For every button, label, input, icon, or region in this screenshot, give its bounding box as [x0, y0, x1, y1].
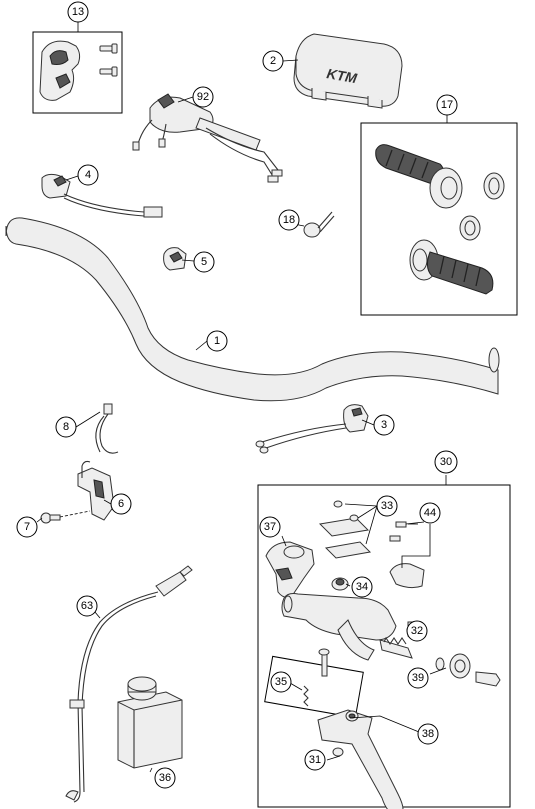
- svg-text:3: 3: [381, 419, 387, 431]
- svg-text:34: 34: [356, 581, 368, 593]
- callout-63: 63: [76, 595, 98, 617]
- part-34-cap: [331, 577, 349, 591]
- callout-39: 39: [407, 667, 429, 689]
- svg-text:17: 17: [441, 99, 453, 111]
- part-4-switch-with-cable[interactable]: [41, 173, 163, 218]
- part-17-grip-set[interactable]: [360, 122, 518, 316]
- svg-text:33: 33: [381, 500, 393, 512]
- svg-text:63: 63: [81, 600, 93, 612]
- part-38-lever: [317, 709, 404, 809]
- svg-text:35: 35: [275, 676, 287, 688]
- callout-18: 18: [278, 209, 300, 231]
- grip-clamp-ring-a: [483, 172, 505, 200]
- part-37-reservoir-cover: [265, 541, 315, 598]
- svg-text:4: 4: [85, 169, 91, 181]
- svg-text:38: 38: [422, 728, 434, 740]
- part-5-switch[interactable]: [163, 247, 187, 271]
- callout-3: 3: [373, 414, 395, 436]
- grip-clamp-ring-b: [459, 215, 481, 241]
- part-13-switch-housing[interactable]: [32, 31, 123, 114]
- svg-text:7: 7: [24, 521, 30, 533]
- master-cylinder-body: [281, 593, 397, 661]
- part-2-handlebar-pad[interactable]: KTM: [293, 33, 403, 109]
- part-35-pin-spring: [264, 648, 364, 719]
- part-44-clamp-bolts: [389, 521, 425, 589]
- svg-text:13: 13: [72, 6, 84, 18]
- svg-text:1: 1: [214, 335, 220, 347]
- callout-13: 13: [67, 1, 89, 23]
- svg-text:30: 30: [440, 456, 452, 468]
- callout-6: 6: [110, 493, 132, 515]
- callout-30: 30: [434, 450, 458, 474]
- svg-text:8: 8: [63, 421, 69, 433]
- part-33-cover-diaphragm: [318, 500, 372, 559]
- callout-17: 17: [436, 94, 458, 116]
- svg-text:92: 92: [197, 91, 209, 103]
- callout-31: 31: [304, 749, 326, 771]
- callout-2: 2: [262, 50, 284, 72]
- part-6-bracket[interactable]: [77, 460, 115, 521]
- callout-34: 34: [351, 576, 373, 598]
- part-36-fluid-bottle[interactable]: [117, 676, 183, 769]
- svg-text:2: 2: [270, 55, 276, 67]
- svg-text:36: 36: [159, 772, 171, 784]
- callout-33: 33: [376, 495, 398, 517]
- callout-5: 5: [193, 251, 215, 273]
- screw-13a: [99, 43, 118, 54]
- svg-text:31: 31: [309, 754, 321, 766]
- grip-right: [409, 239, 494, 295]
- callout-38: 38: [417, 723, 439, 745]
- callout-35: 35: [270, 671, 292, 693]
- callout-8: 8: [55, 416, 77, 438]
- callout-32: 32: [406, 620, 428, 642]
- part-39-adjuster: [435, 653, 501, 687]
- part-7-screw[interactable]: [40, 510, 91, 524]
- part-92-throttle-assembly[interactable]: [132, 93, 283, 183]
- part-31-pivot-nut: [332, 747, 344, 757]
- part-1-handlebar[interactable]: [5, 217, 500, 402]
- part-18-cable-tie[interactable]: [303, 211, 335, 238]
- svg-text:6: 6: [118, 498, 124, 510]
- part-8-cable-connector[interactable]: [95, 403, 119, 454]
- svg-text:44: 44: [424, 507, 436, 519]
- callout-4: 4: [77, 164, 99, 186]
- callout-92: 92: [192, 86, 214, 108]
- callout-36: 36: [154, 767, 176, 789]
- callout-1: 1: [206, 330, 228, 352]
- grip-left: [375, 144, 463, 209]
- callout-44: 44: [419, 502, 441, 524]
- svg-text:37: 37: [264, 521, 276, 533]
- part-30-brake-master-cylinder[interactable]: [257, 484, 511, 809]
- callout-7: 7: [16, 516, 38, 538]
- callout-37: 37: [259, 516, 281, 538]
- part-3-switch-with-cable[interactable]: [255, 404, 369, 454]
- svg-text:KTM: KTM: [325, 65, 358, 86]
- svg-text:18: 18: [283, 214, 295, 226]
- svg-text:5: 5: [201, 256, 207, 268]
- part-63-hose[interactable]: [65, 565, 193, 803]
- screw-13b: [99, 66, 118, 77]
- svg-text:32: 32: [411, 625, 423, 637]
- svg-text:39: 39: [412, 672, 424, 684]
